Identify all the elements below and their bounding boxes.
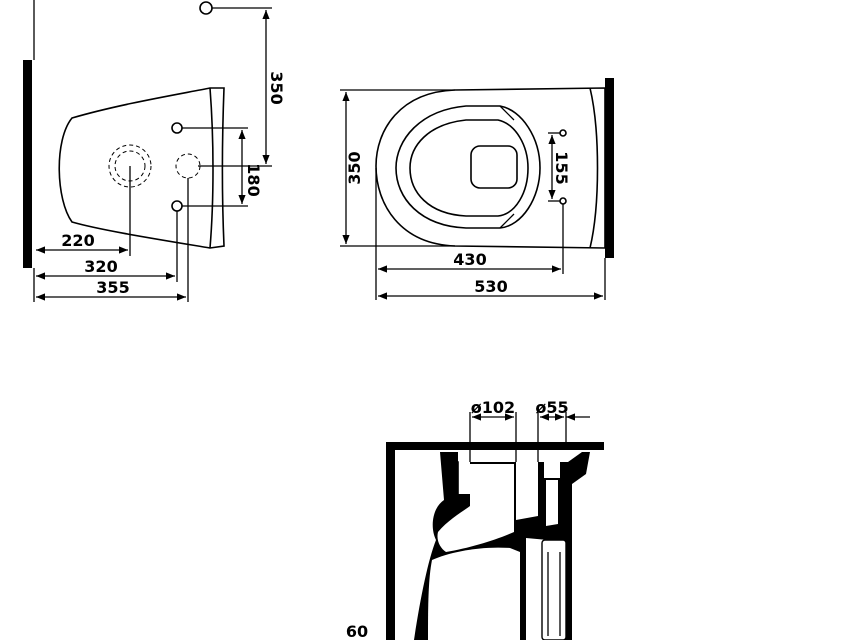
dim-350-side: 350 (267, 71, 286, 104)
outlet-circle (108, 144, 152, 188)
seat-outline (395, 105, 541, 229)
dim-355: 355 (96, 278, 129, 297)
section-view: ø102 ø55 60 (346, 398, 604, 640)
bowl-top-outline (375, 87, 606, 249)
bowl-outline (58, 87, 225, 249)
dim-320: 320 (84, 257, 117, 276)
bolt-top (171, 122, 183, 134)
dim-d55: ø55 (535, 398, 568, 417)
dim-155: 155 (552, 151, 571, 184)
inlet-circle (175, 153, 201, 179)
wall-section (386, 442, 604, 450)
bolt-bottom (171, 200, 183, 212)
wall-line-top (605, 78, 614, 258)
dim-430: 430 (453, 250, 486, 269)
dim-180: 180 (244, 163, 263, 196)
side-view: 350 180 220 320 355 (23, 0, 286, 302)
dim-530: 530 (474, 277, 507, 296)
dim-60: 60 (346, 622, 368, 640)
dim-d102: ø102 (471, 398, 515, 417)
dim-350-top: 350 (345, 151, 364, 184)
drain-opening (470, 145, 518, 189)
connection-circle (199, 1, 213, 15)
wall-line (23, 60, 32, 268)
dim-220: 220 (61, 231, 94, 250)
top-view: 350 155 430 530 (340, 78, 614, 300)
